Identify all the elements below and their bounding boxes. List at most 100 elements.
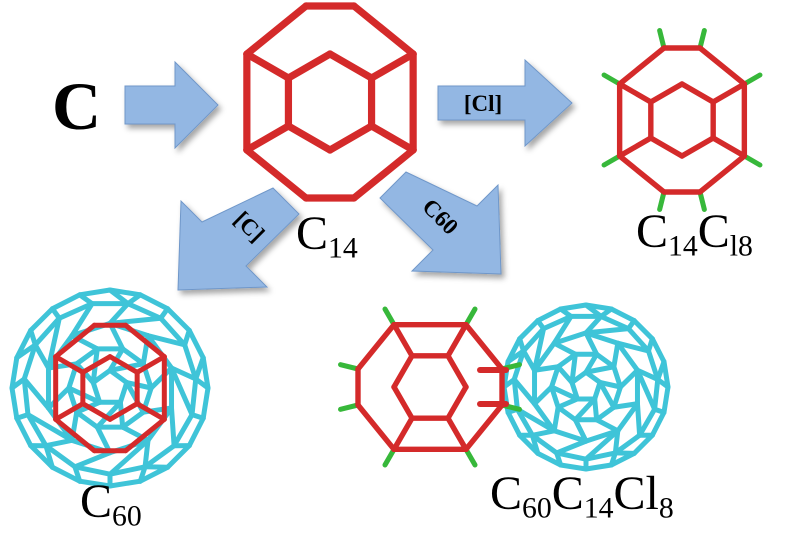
- c-bond: [620, 156, 664, 192]
- cage-bond: [597, 407, 614, 420]
- c-bond: [288, 54, 330, 78]
- c-bond: [466, 405, 502, 449]
- c14-label: C14: [296, 210, 358, 263]
- c-bond: [651, 138, 682, 156]
- cage-bond: [586, 465, 611, 469]
- c-bond: [700, 48, 744, 84]
- c-bond: [330, 126, 372, 150]
- cage-bond: [597, 420, 618, 431]
- c-bond: [394, 418, 412, 449]
- c-bond: [651, 84, 682, 102]
- arrow-chlorination-label: [Cl]: [464, 91, 502, 116]
- c-bond: [358, 405, 394, 449]
- c-bond: [682, 84, 713, 102]
- cage-bond: [557, 441, 586, 453]
- cage-bond: [637, 404, 639, 436]
- cage-bond: [561, 305, 586, 309]
- cage-bond: [80, 290, 110, 295]
- cage-bond: [538, 321, 544, 329]
- cage-bond: [151, 368, 171, 388]
- cage-bond: [17, 415, 28, 419]
- cage-bond: [46, 440, 72, 445]
- c-bond: [330, 54, 372, 78]
- cage-bond: [554, 343, 575, 354]
- c60c14cl8-molecule: [341, 305, 668, 469]
- c-bond: [394, 387, 412, 418]
- c14-molecule: [247, 6, 413, 198]
- c-bond: [620, 48, 664, 84]
- cage-bond: [189, 330, 203, 357]
- cage-bond: [664, 387, 668, 412]
- cage-bond: [196, 358, 203, 379]
- c-bond: [448, 387, 466, 418]
- arrow-c60-addition: C60: [380, 172, 501, 274]
- c-bond: [448, 418, 466, 449]
- c-bond: [700, 156, 744, 192]
- arrow-carbon-addition: [C]: [178, 188, 299, 290]
- c-bond: [372, 126, 414, 150]
- c14cl8-label: C14Cl8: [636, 208, 753, 261]
- cage-bond: [192, 379, 196, 415]
- c-bond: [713, 138, 744, 156]
- cage-bond: [572, 354, 575, 382]
- cage-bond: [35, 345, 48, 368]
- cage-bond: [652, 412, 664, 435]
- c60-label: C60: [80, 478, 142, 531]
- cage-bond: [128, 304, 161, 319]
- c-bond: [394, 325, 412, 356]
- cage-bond: [575, 399, 594, 420]
- cage-bond: [123, 412, 144, 427]
- cage-bond: [508, 412, 520, 435]
- c-bond: [682, 138, 713, 156]
- cage-bond: [12, 388, 17, 418]
- cage-bond: [535, 367, 559, 371]
- cage-bond: [611, 309, 634, 321]
- cage-bond: [614, 404, 638, 408]
- cage-bond: [31, 330, 36, 344]
- c14cl8-molecule: [604, 31, 760, 210]
- cage-bond: [189, 418, 203, 445]
- c-bond: [358, 325, 394, 369]
- cage-bond: [620, 370, 637, 387]
- c-bond: [247, 54, 289, 78]
- c-bond: [372, 54, 414, 78]
- cage-bond: [558, 407, 575, 420]
- reactant-label: C: [52, 72, 101, 140]
- c-bond: [448, 356, 466, 387]
- cage-bond: [52, 295, 79, 309]
- cage-bond: [77, 412, 98, 427]
- cage-bond: [658, 362, 664, 380]
- product-label: C60C14Cl8: [490, 470, 674, 523]
- c-bond: [713, 84, 744, 102]
- cage-bond: [75, 453, 110, 467]
- cage-bond: [185, 330, 190, 344]
- arrow-chlorination: [Cl]: [438, 60, 572, 146]
- cage-bond: [52, 309, 59, 319]
- cage-bond: [110, 318, 161, 323]
- c-bond: [354, 6, 413, 54]
- arrow-c-to-c14: [125, 62, 218, 148]
- cage-bond: [655, 409, 664, 412]
- c-bond: [288, 126, 330, 150]
- cage-bond: [75, 467, 110, 474]
- cage-bond: [520, 339, 524, 351]
- cage-bond: [538, 309, 561, 321]
- cage-bond: [554, 407, 558, 431]
- cage-bond: [17, 418, 31, 445]
- cage-bond: [535, 387, 552, 404]
- cage-bond: [203, 388, 208, 418]
- c-bond: [247, 6, 306, 54]
- cage-bond: [172, 408, 175, 446]
- c-bond: [466, 325, 502, 369]
- cage-bond: [652, 339, 664, 362]
- cage-bond: [48, 388, 68, 408]
- c60-molecule: [12, 290, 208, 486]
- cage-bond: [557, 453, 586, 459]
- c-bond: [394, 356, 412, 387]
- cage-bond: [192, 415, 203, 419]
- cage-bond: [648, 339, 652, 351]
- cage-bond: [123, 349, 144, 364]
- cage-bond: [628, 321, 634, 329]
